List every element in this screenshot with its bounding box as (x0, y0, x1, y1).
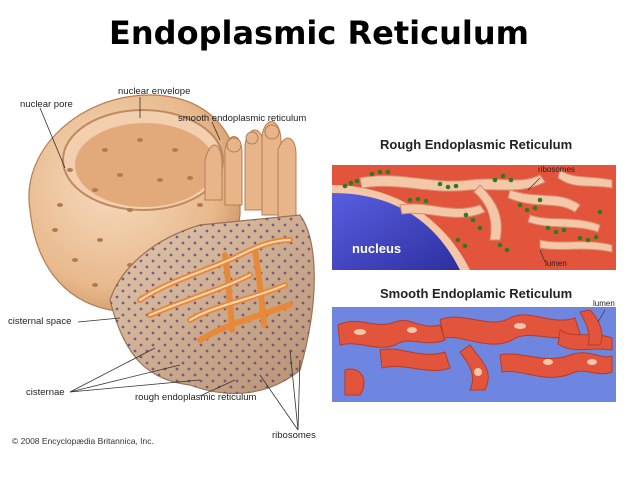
page-title: Endoplasmic Reticulum (109, 14, 529, 52)
leader-lines (39, 97, 301, 431)
label-cisternal-space: cisternal space (8, 316, 72, 327)
ribosome-dots (342, 169, 603, 253)
rough-panel-title: Rough Endoplasmic Reticulum (380, 137, 573, 152)
smooth-panel-title: Smooth Endoplamic Reticulum (380, 286, 573, 301)
label-nuclear-pore: nuclear pore (20, 99, 73, 110)
label-smooth-lumen: lumen (593, 299, 615, 308)
label-nuclear-envelope: nuclear envelope (118, 86, 191, 97)
label-smooth-er: smooth endoplasmic reticulum (178, 113, 307, 124)
nuclear-pores (52, 138, 203, 287)
label-nucleus: nucleus (352, 241, 402, 256)
label-rough-ribosomes: ribosomes (538, 165, 575, 174)
rough-er-panel (332, 165, 616, 270)
smooth-er-tubules (204, 121, 297, 221)
label-rough-er: rough endoplasmic reticulum (135, 392, 257, 403)
label-cisternae: cisternae (26, 387, 65, 398)
label-ribosomes: ribosomes (272, 430, 316, 441)
copyright-note: © 2008 Encyclopædia Britannica, Inc. (12, 436, 154, 446)
label-rough-lumen: lumen (545, 259, 567, 268)
rough-er-stack (109, 214, 315, 394)
smooth-er-panel (332, 307, 616, 402)
